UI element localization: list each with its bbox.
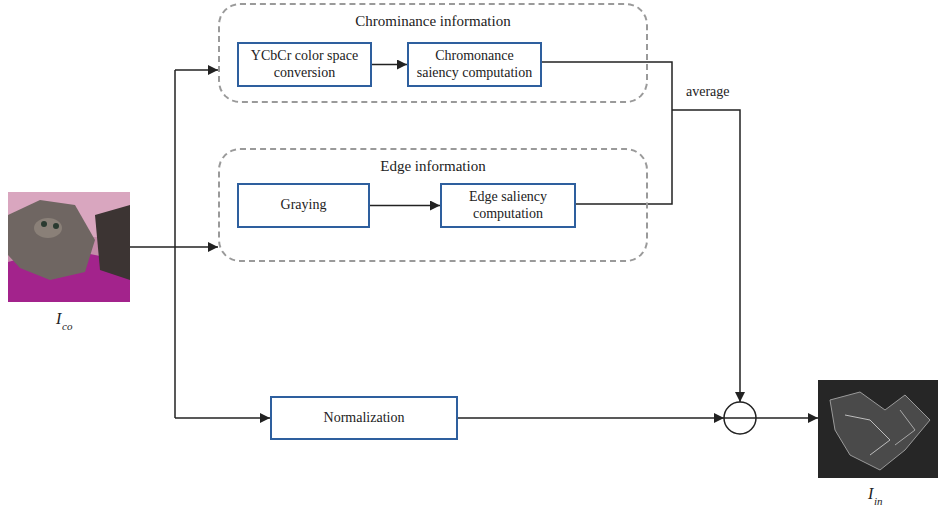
- edge-shape: [830, 392, 930, 470]
- process-box: YCbCr color space conversion: [237, 42, 372, 87]
- flow-arrow: [370, 205, 440, 207]
- wire: [130, 246, 218, 248]
- group-title: Edge information: [220, 158, 646, 175]
- image-ground: [818, 380, 938, 478]
- process-box: Chromonance saiency computation: [407, 42, 542, 87]
- wire: [458, 417, 724, 419]
- subscript-label: co: [62, 320, 72, 332]
- subtract-symbol: [724, 402, 756, 434]
- subscript-label: in: [874, 495, 883, 507]
- wire: [175, 417, 270, 419]
- image-ground: [8, 192, 130, 302]
- edge-line: [895, 410, 915, 445]
- group-panel: Edge informationGraying Edge saliency com…: [218, 148, 648, 262]
- cat-body: [8, 200, 95, 280]
- process-box: Edge saliency computation: [440, 183, 576, 228]
- wire: [175, 69, 218, 71]
- symbol-label: I: [56, 310, 61, 328]
- wire: [174, 70, 176, 418]
- group-title: Chrominance information: [220, 13, 646, 30]
- subtract-bar: [724, 417, 756, 419]
- cat-eye: [53, 223, 59, 229]
- flow-arrow: [372, 64, 407, 66]
- process-box: Graying: [237, 183, 370, 228]
- cat-face: [34, 218, 62, 238]
- box-label: YCbCr color space conversion: [245, 48, 364, 80]
- box-label: Normalization: [324, 410, 405, 426]
- group-panel: Chrominance informationYCbCr color space…: [218, 3, 648, 103]
- operation-label: average: [686, 84, 730, 100]
- wires: [130, 62, 818, 434]
- process-box: Normalization: [270, 396, 458, 440]
- box-label: Chromonance saiency computation: [415, 48, 534, 80]
- output-image: [818, 380, 938, 478]
- cat-eye: [41, 221, 47, 227]
- box-label: Graying: [281, 197, 327, 213]
- input-image: [8, 192, 130, 302]
- box-label: Edge saliency computation: [448, 189, 568, 221]
- cat-paw: [95, 205, 130, 280]
- wire: [756, 417, 818, 419]
- symbol-label: I: [868, 485, 873, 503]
- edge-line: [845, 415, 890, 455]
- wire: [672, 110, 740, 402]
